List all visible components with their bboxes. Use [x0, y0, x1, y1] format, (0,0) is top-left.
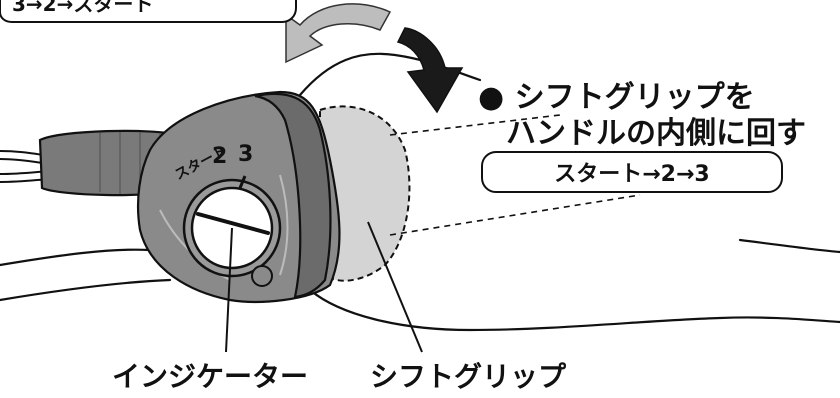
instruction-line1: ● シフトグリップを: [478, 80, 755, 115]
label-indicator: インジケーター: [112, 360, 308, 393]
curved-arrow-down-icon: [396, 27, 464, 114]
sequence-box: スタート→2→3: [481, 151, 783, 193]
projection-lines: [389, 114, 641, 236]
instruction-text-1: シフトグリップを: [515, 80, 755, 115]
top-box-text: 3→2→スタート: [12, 0, 153, 16]
instruction-bullet: ●: [478, 80, 504, 115]
label-shift-grip: シフトグリップ: [370, 360, 567, 393]
instruction: ● シフトグリップを ハンドルの内側に回す: [478, 80, 806, 151]
callout-lines: [225, 221, 423, 353]
scale-2: 2: [212, 144, 227, 169]
adjuster-knob: [251, 265, 273, 287]
shift-grip: [319, 105, 411, 282]
shifter-body: [38, 90, 341, 303]
callout-labels: インジケーター シフトグリップ: [112, 360, 567, 393]
sequence-box-text: スタート→2→3: [554, 162, 709, 187]
top-sequence-box: 3→2→スタート: [0, 0, 297, 23]
instruction-line2: ハンドルの内側に回す: [506, 116, 806, 151]
curved-arrow-left-icon: [285, 3, 392, 64]
scale-3: 3: [238, 142, 253, 167]
